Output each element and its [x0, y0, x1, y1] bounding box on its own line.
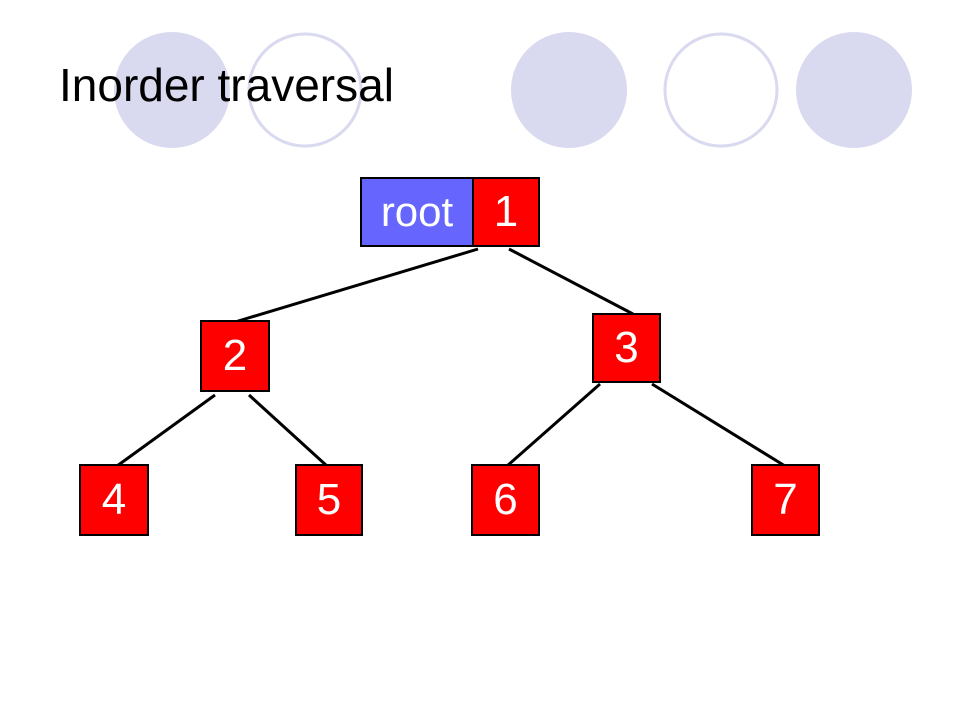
tree-node-2: 2	[200, 320, 270, 392]
root-label: root	[360, 177, 474, 247]
decor-circle-outline-2	[663, 32, 779, 148]
edge-1-2	[234, 247, 479, 324]
edge-3-7	[651, 382, 786, 468]
tree-node-6: 6	[471, 464, 540, 536]
edge-1-3	[508, 247, 634, 316]
edge-2-5	[247, 393, 329, 468]
tree-node-4: 4	[79, 464, 149, 536]
tree-node-3: 3	[592, 313, 661, 383]
decor-circle-filled-1	[114, 32, 230, 148]
decor-circle-outline-1	[247, 32, 363, 148]
tree-node-5: 5	[295, 464, 363, 536]
edge-3-6	[506, 382, 601, 468]
tree-node-1: 1	[472, 177, 540, 247]
decor-circle-filled-3	[796, 32, 912, 148]
slide-title: Inorder traversal	[59, 59, 394, 111]
decor-circle-filled-2	[511, 32, 627, 148]
tree-node-7: 7	[751, 464, 820, 536]
edge-2-4	[116, 393, 216, 468]
